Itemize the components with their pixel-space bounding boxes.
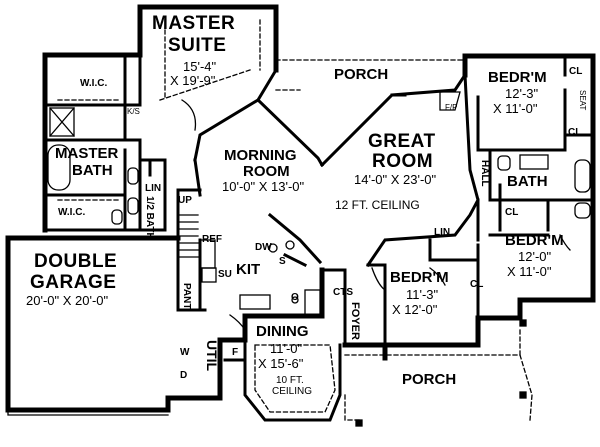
dining-dim-line1: 11'-0" — [270, 341, 303, 356]
shower-fixture — [49, 107, 75, 137]
util-label: UTIL — [204, 340, 220, 372]
porch-north-label: PORCH — [334, 66, 389, 83]
seat-label: SEAT — [578, 90, 587, 111]
foyer-label: FOYER — [349, 302, 361, 340]
dining-label: DINING — [256, 323, 309, 340]
bedroom-c-label: BEDR'M — [390, 269, 449, 286]
bedroom-ne-dim-line2: X 11'-0" — [493, 101, 538, 116]
great-room-ceiling: 12 FT. CEILING — [335, 198, 420, 212]
cl-bath-label: CL — [505, 207, 519, 218]
double-garage-label-line2: GARAGE — [30, 272, 117, 293]
morning-room-label-line1: MORNING — [224, 147, 297, 164]
kit-label: KIT — [236, 261, 261, 278]
ks-label: K/S — [127, 107, 140, 116]
fp-label: F/P — [445, 103, 458, 112]
half-bath-label: 1/2 BATH — [144, 196, 155, 240]
dryer-label: D — [180, 370, 188, 381]
ref-label: REF — [202, 234, 222, 245]
great-room-label-line1: GREAT — [368, 131, 436, 152]
dining-ceiling-line2: CEILING — [272, 386, 313, 397]
great-room-dim: 14'-0" X 23'-0" — [354, 172, 437, 187]
su-label: SU — [218, 269, 232, 280]
wic-top-label: W.I.C. — [80, 78, 108, 89]
hall-label: HALL — [479, 160, 490, 187]
washer-label: W — [180, 347, 190, 358]
cl-c-label: CL — [470, 279, 484, 290]
fixtures — [7, 19, 591, 427]
lin-bath-label: LIN — [145, 183, 162, 194]
tub-fixture — [47, 144, 71, 191]
bedroom-c-dim-line1: 11'-3" — [406, 287, 439, 302]
bedroom-ne-dim-line1: 12'-3" — [505, 86, 539, 101]
master-suite-dim-line1: 15'-4" — [183, 59, 217, 74]
bedroom-c-dim-line2: X 12'-0" — [392, 302, 438, 317]
great-room-label-line2: ROOM — [372, 151, 434, 172]
interior-walls — [43, 53, 595, 422]
bedroom-e-dim-line2: X 11'-0" — [507, 264, 552, 279]
cts-label: CTS — [333, 287, 353, 298]
master-bath-label-line1: MASTER — [55, 145, 119, 162]
dw-label: DW — [255, 242, 272, 253]
dining-ceiling-line1: 10 FT. — [276, 375, 304, 386]
master-suite-label-line1: MASTER — [152, 13, 236, 34]
pant-label: PANT — [181, 283, 192, 310]
morning-room-label-line2: ROOM — [243, 163, 290, 180]
cl-ne2-label: CL — [568, 127, 582, 138]
master-suite-label-line2: SUITE — [168, 35, 227, 56]
morning-room-dim: 10'-0" X 13'-0" — [222, 179, 305, 194]
wic-bottom-label: W.I.C. — [58, 207, 86, 218]
double-garage-dim: 20'-0" X 20'-0" — [26, 293, 109, 308]
bedroom-e-label: BEDR'M — [505, 232, 564, 249]
bedroom-ne-label: BEDR'M — [488, 69, 547, 86]
o-label: O — [291, 292, 299, 303]
lin-hall-label: LIN — [434, 227, 451, 238]
double-garage-label-line1: DOUBLE — [34, 251, 118, 272]
master-suite-dim-line2: X 19'-9" — [170, 73, 216, 88]
master-bath-label-line2: BATH — [72, 162, 113, 179]
s-label: S — [279, 256, 286, 267]
cl-ne-label: CL — [569, 66, 583, 77]
dining-dim-line2: X 15'-6" — [258, 356, 304, 371]
up-label: UP — [178, 195, 192, 206]
bath-label: BATH — [507, 173, 548, 190]
porch-south-label: PORCH — [402, 371, 457, 388]
freezer-label: F — [232, 347, 239, 358]
bedroom-e-dim-line1: 12'-0" — [518, 249, 552, 264]
